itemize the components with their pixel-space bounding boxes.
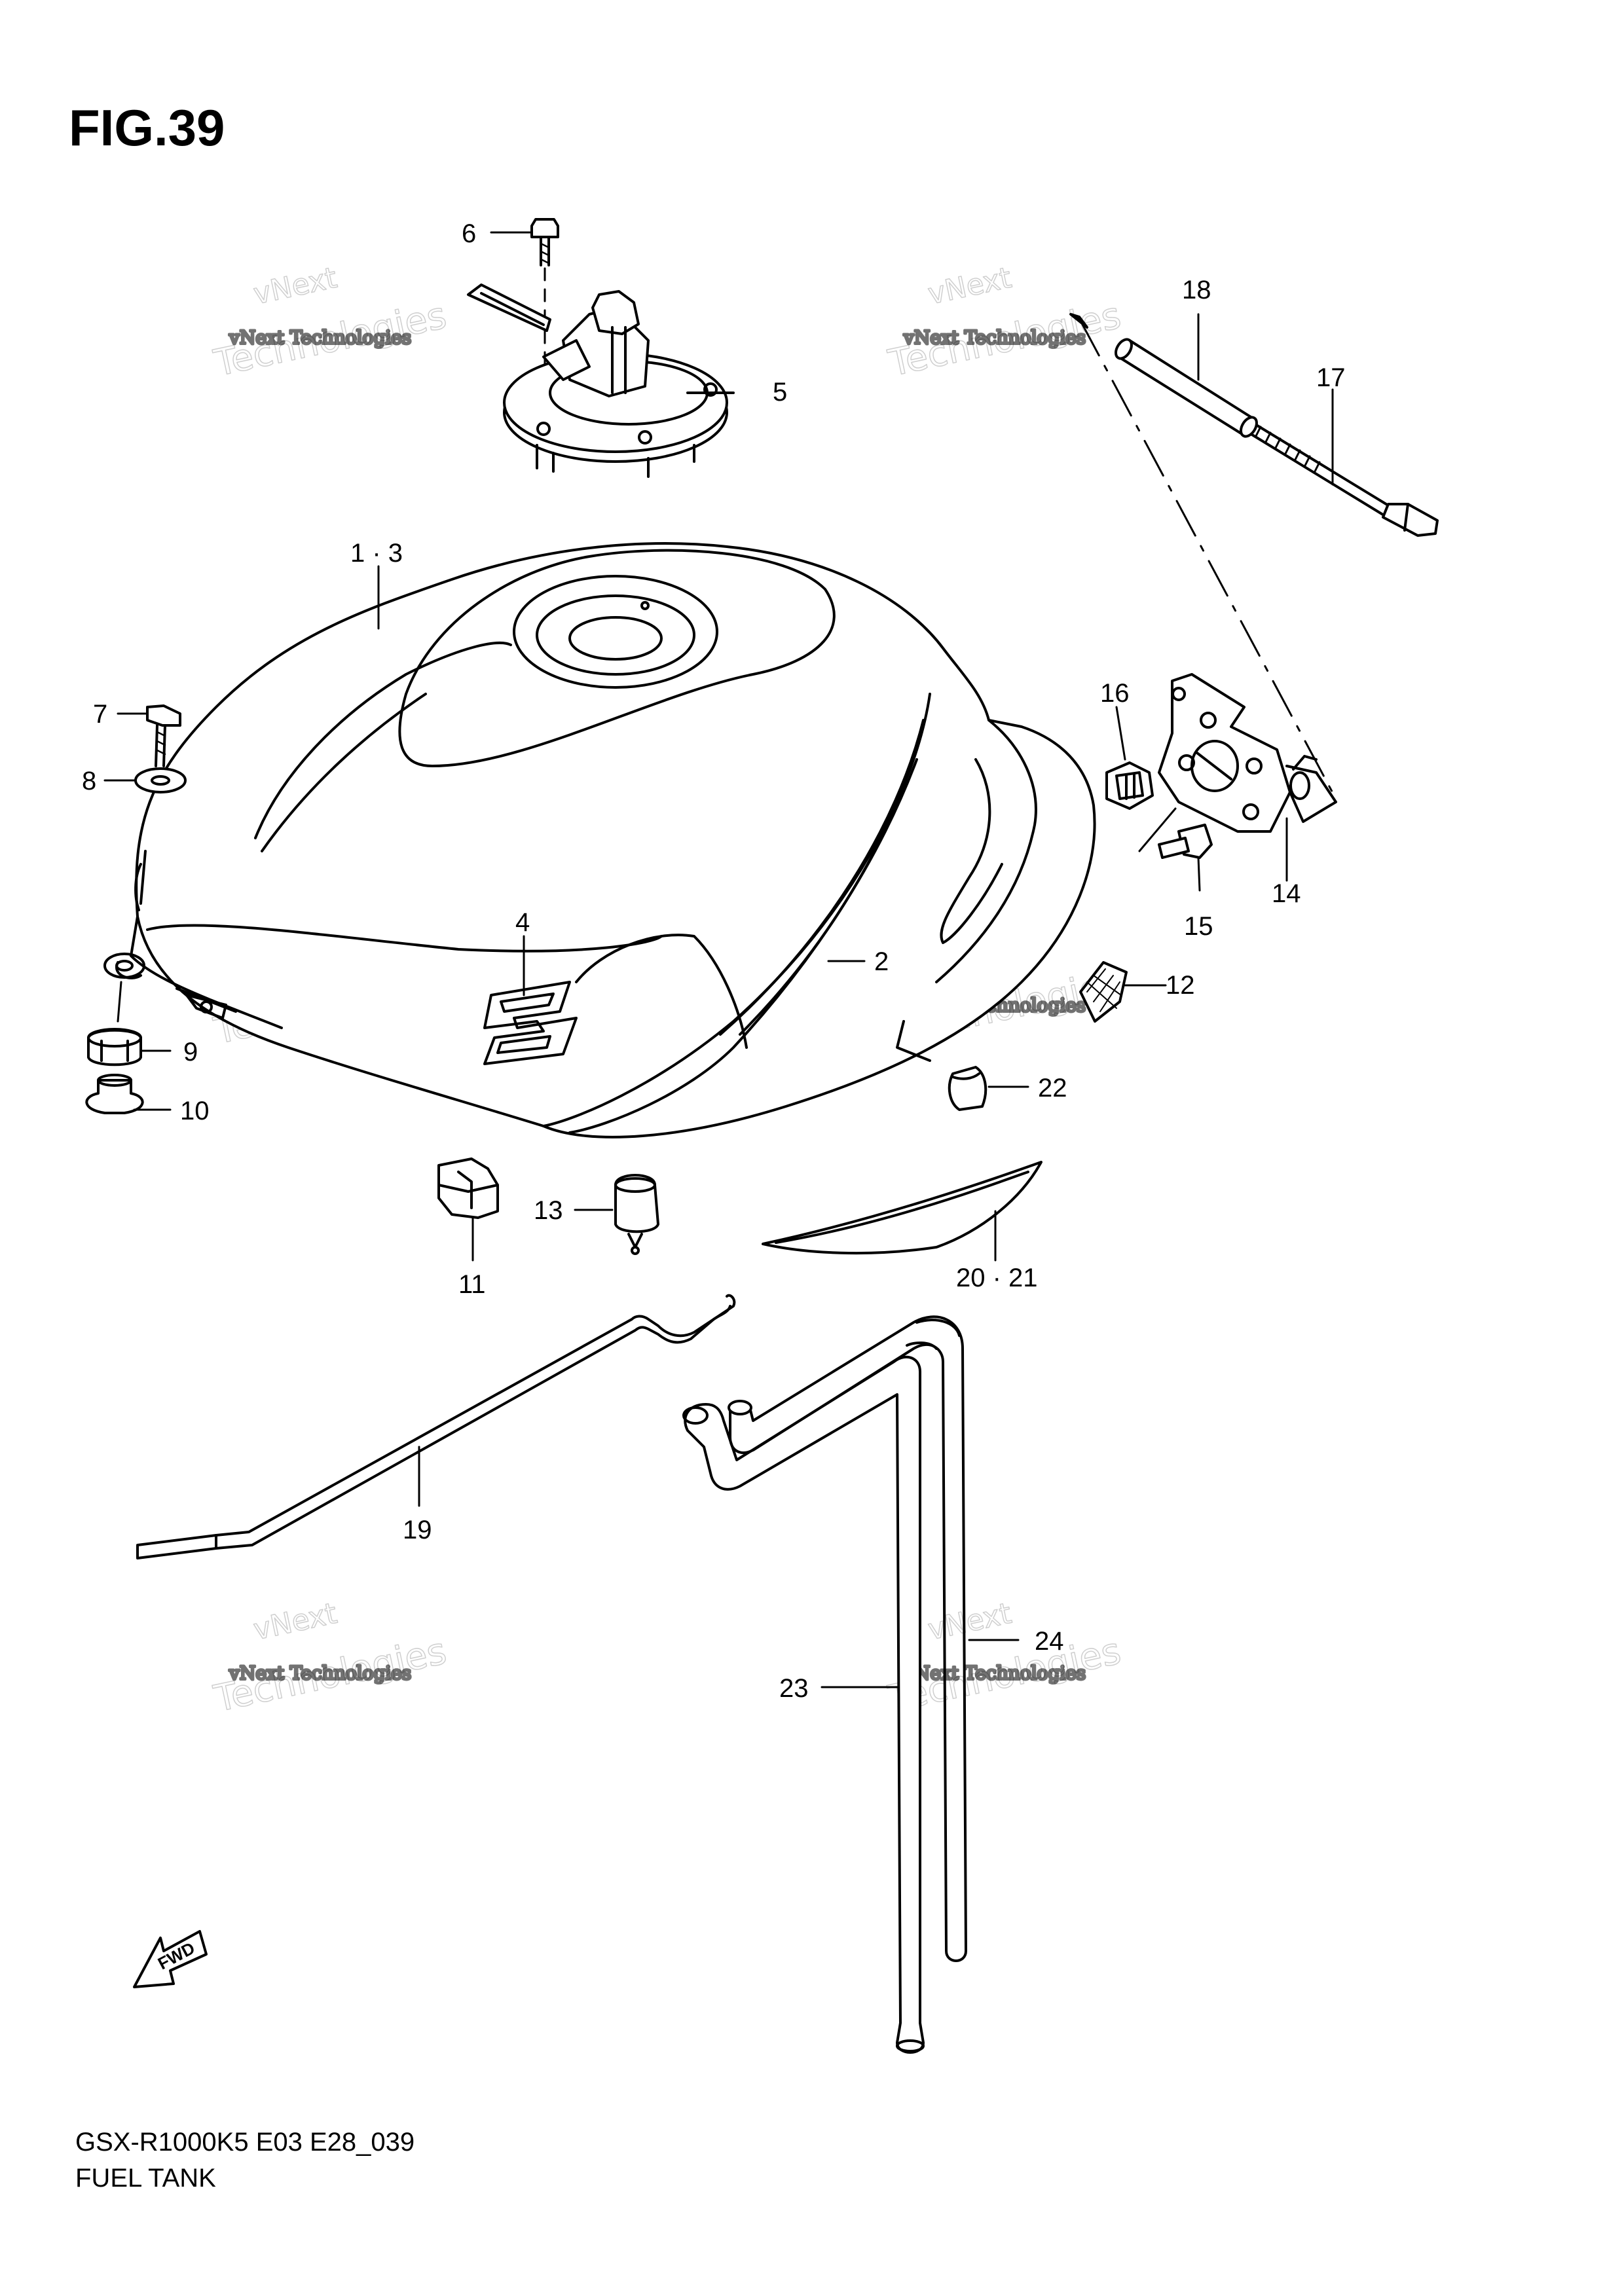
leader-dashed-14 xyxy=(1069,313,1337,800)
svg-text:vNext: vNext xyxy=(251,261,340,312)
callout-8: 8 xyxy=(82,767,96,795)
part-14-bracket xyxy=(1158,673,1337,882)
callout-4: 4 xyxy=(515,908,530,937)
callout-20-21: 20 · 21 xyxy=(956,1264,1038,1292)
svg-text:vNext Technologies: vNext Technologies xyxy=(229,327,411,348)
part-16-nut xyxy=(1105,761,1154,810)
part-18-sleeve xyxy=(1115,338,1258,438)
part-8-washer xyxy=(103,767,187,793)
part-9-cushion xyxy=(87,981,172,1066)
part-23-hose xyxy=(682,1355,925,2054)
svg-text:vNext Technologies: vNext Technologies xyxy=(903,327,1086,348)
svg-text:vNext: vNext xyxy=(925,261,1014,312)
callout-12: 12 xyxy=(1166,971,1195,1000)
callout-5: 5 xyxy=(773,378,787,407)
part-24-hose xyxy=(728,1315,967,1962)
callout-6: 6 xyxy=(462,219,476,248)
figure-title: FIG.39 xyxy=(69,99,225,156)
part-10-collar xyxy=(85,1074,172,1114)
callout-24: 24 xyxy=(1035,1627,1064,1656)
callout-17: 17 xyxy=(1316,363,1346,392)
callout-15: 15 xyxy=(1184,912,1213,941)
part-4-emblem xyxy=(483,981,578,1065)
leader-16 xyxy=(1115,706,1126,761)
svg-text:vNext Technologies: vNext Technologies xyxy=(229,1662,411,1684)
callout-9: 9 xyxy=(183,1038,198,1066)
watermark-5: vNext Technologies vNext Technologies xyxy=(210,1596,451,1721)
part-13-damper xyxy=(574,1174,659,1255)
callout-22: 22 xyxy=(1038,1074,1067,1102)
part-20-21-side-cover xyxy=(762,1161,1043,1262)
watermark-2: vNext Technologies vNext Technologies xyxy=(884,261,1125,386)
callout-23: 23 xyxy=(779,1674,809,1703)
callout-16: 16 xyxy=(1100,679,1130,708)
callout-labels: 6 5 18 17 1 · 3 16 7 8 14 15 4 2 12 9 10… xyxy=(82,219,1346,1703)
callout-1-3: 1 · 3 xyxy=(350,539,403,568)
part-15-bolt xyxy=(1138,807,1213,892)
part-1-3-fuel-tank xyxy=(103,542,1096,1139)
watermark-1: vNext Technologies vNext Technologies xyxy=(210,261,451,386)
part-11-cushion xyxy=(437,1157,499,1262)
callout-13: 13 xyxy=(534,1196,563,1225)
part-22-cushion xyxy=(948,1066,1029,1111)
callout-10: 10 xyxy=(180,1097,210,1125)
svg-text:vNext Technologies: vNext Technologies xyxy=(903,1662,1086,1684)
part-7-screw xyxy=(117,704,181,767)
part-17-long-bolt xyxy=(1251,424,1439,537)
callout-2: 2 xyxy=(874,947,889,976)
part-19-drain-rod xyxy=(136,1294,736,1559)
callout-11: 11 xyxy=(458,1270,486,1299)
callout-19: 19 xyxy=(403,1516,432,1544)
svg-text:vNext: vNext xyxy=(251,1597,340,1647)
callout-14: 14 xyxy=(1272,879,1301,908)
part-12-grommet xyxy=(1079,961,1167,1023)
callout-18: 18 xyxy=(1182,276,1211,304)
fwd-arrow-icon: FWD xyxy=(133,1930,208,1988)
model-code: GSX-R1000K5 E03 E28_039 xyxy=(75,2128,415,2157)
figure-caption: FUEL TANK xyxy=(75,2164,216,2193)
callout-7: 7 xyxy=(93,700,107,729)
part-5-fuel-cap xyxy=(467,283,735,478)
